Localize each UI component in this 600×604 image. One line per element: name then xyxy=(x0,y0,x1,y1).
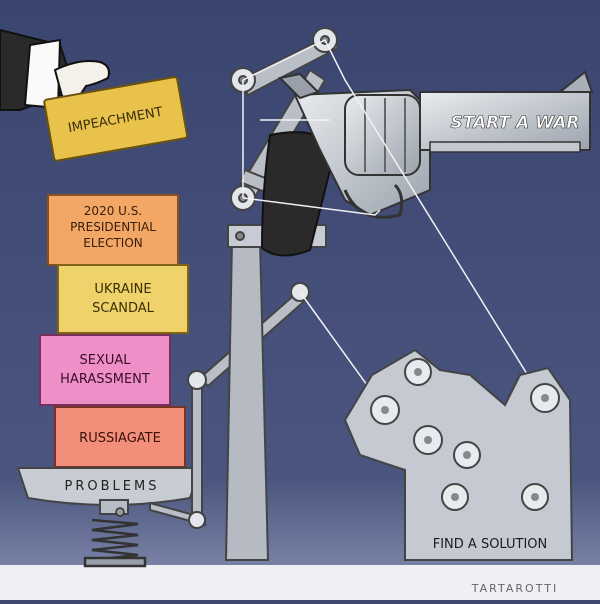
revolver-icon: START A WAR xyxy=(260,70,594,257)
impeachment-block: IMPEACHMENT xyxy=(43,76,189,162)
floor xyxy=(0,565,600,600)
harassment-label-2: HARASSMENT xyxy=(60,372,150,387)
election-label-2: PRESIDENTIAL xyxy=(70,220,156,234)
problems-label: PROBLEMS xyxy=(65,479,160,494)
election-label-1: 2020 U.S. xyxy=(84,204,142,218)
spring-icon xyxy=(83,518,147,568)
election-block: 2020 U.S. PRESIDENTIAL ELECTION xyxy=(47,194,179,266)
election-label-3: ELECTION xyxy=(83,236,143,250)
russiagate-block: RUSSIAGATE xyxy=(54,406,186,468)
hand-icon xyxy=(0,28,110,111)
find-solution-machine: FIND A SOLUTION xyxy=(343,348,574,561)
artist-signature: TARTAROTTI xyxy=(471,582,558,595)
russiagate-label: RUSSIAGATE xyxy=(79,431,161,446)
harassment-block: SEXUAL HARASSMENT xyxy=(39,334,171,406)
start-a-war-label: START A WAR xyxy=(451,113,580,133)
problems-scale: PROBLEMS xyxy=(16,467,202,517)
ukraine-label-1: UKRAINE xyxy=(94,282,151,297)
ukraine-label-2: SCANDAL xyxy=(92,301,155,316)
ukraine-block: UKRAINE SCANDAL xyxy=(57,264,189,334)
harassment-label-1: SEXUAL xyxy=(79,353,131,368)
find-solution-label: FIND A SOLUTION xyxy=(433,537,548,552)
